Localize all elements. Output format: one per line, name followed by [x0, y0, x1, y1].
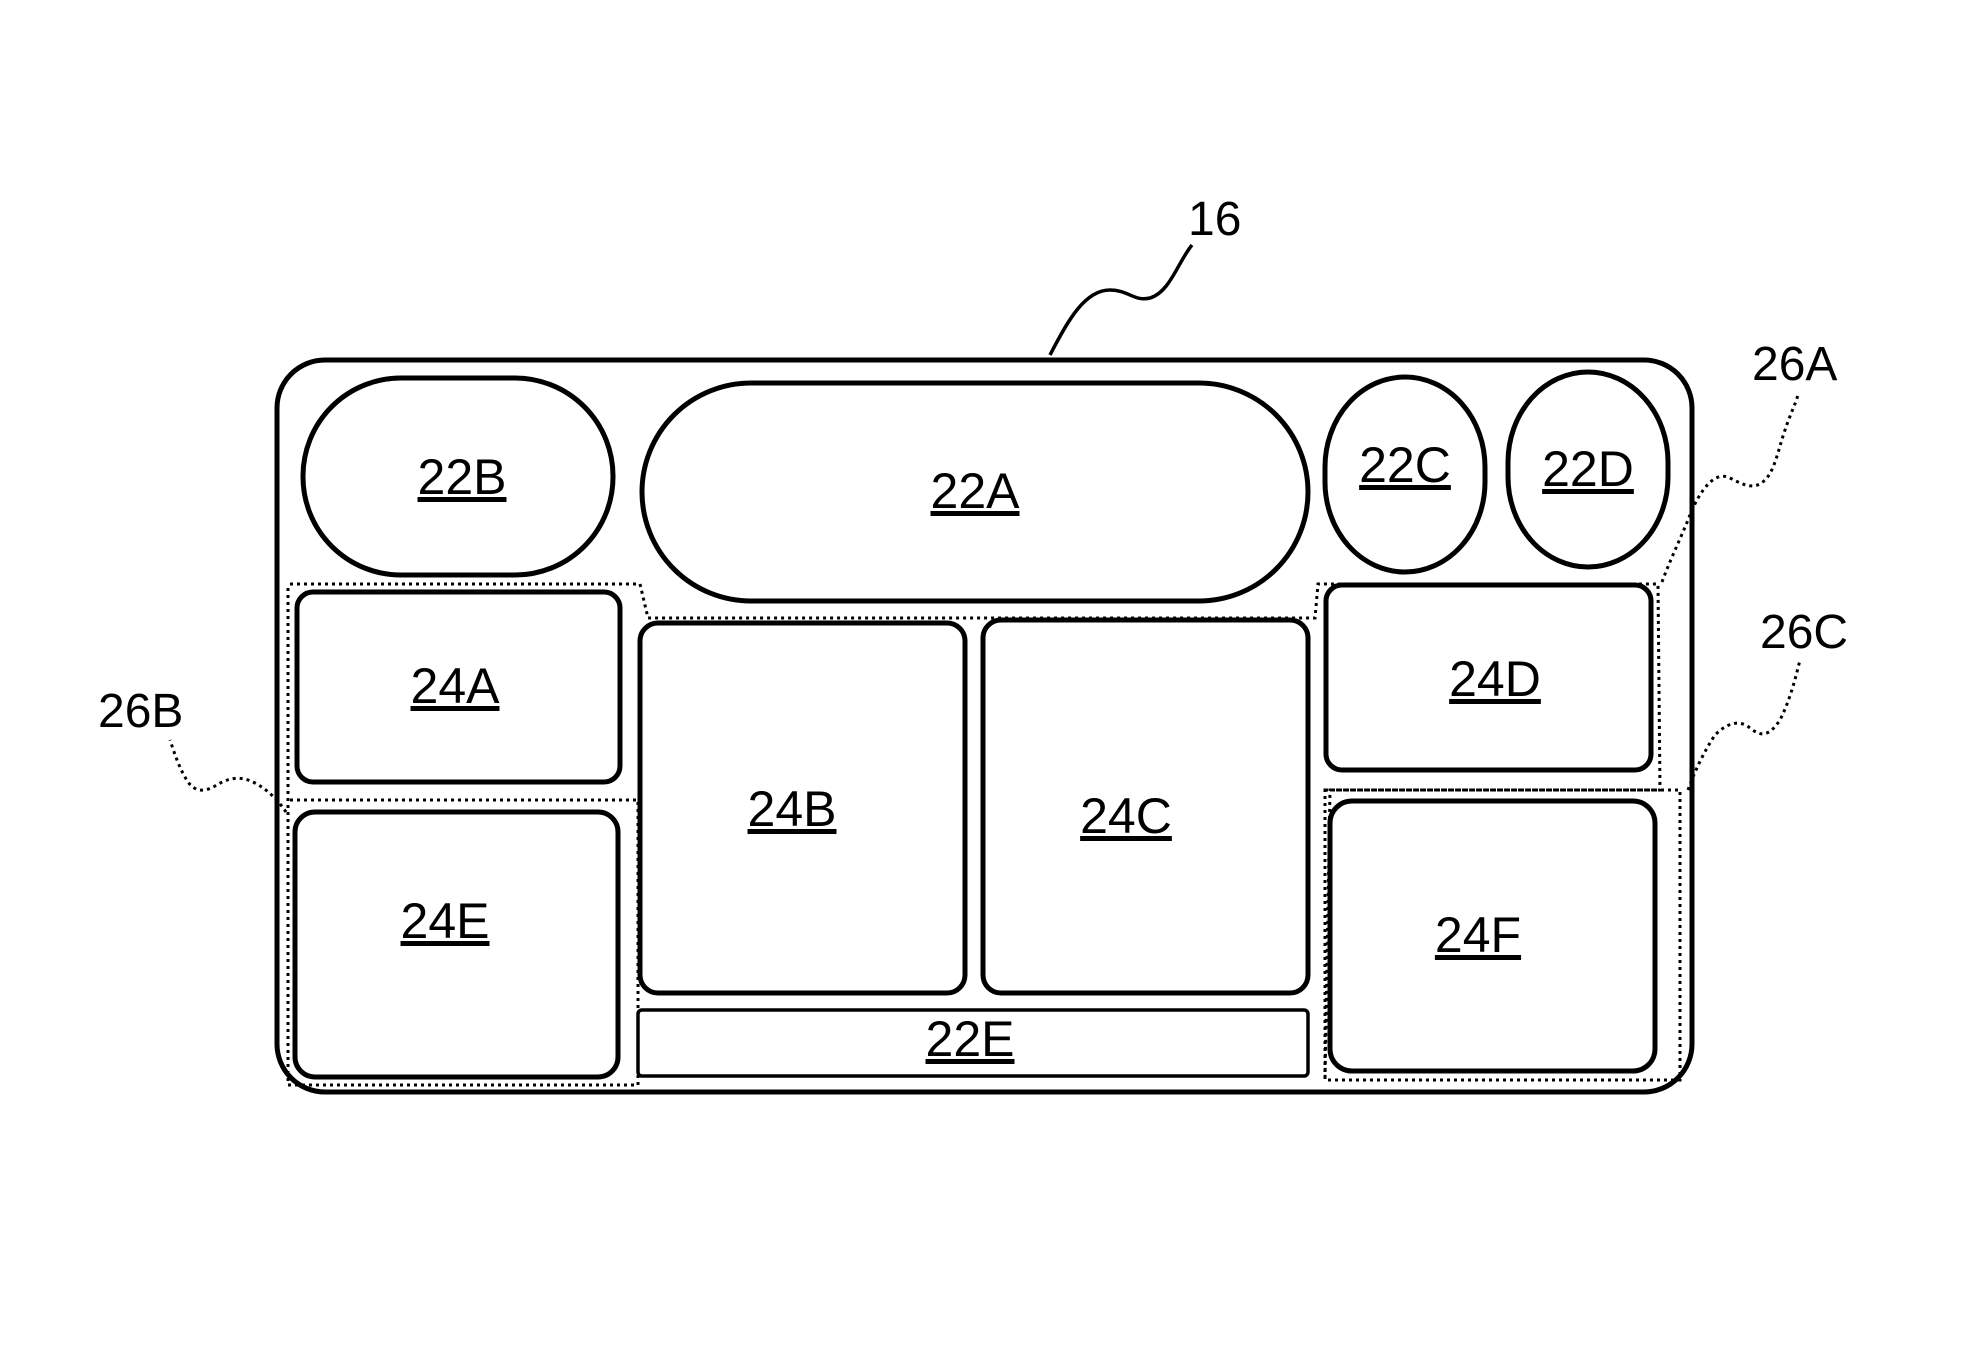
- leader-line-26c[interactable]: [1688, 660, 1800, 790]
- ref-label-16: 16: [1188, 193, 1241, 246]
- region-24a-label: 24A: [411, 658, 501, 714]
- region-22e-label: 22E: [926, 1011, 1015, 1067]
- ref-label-26a: 26A: [1752, 338, 1837, 391]
- leader-line-16: [1050, 245, 1192, 355]
- region-22c-label: 22C: [1359, 437, 1451, 493]
- ref-label-26c: 26C: [1760, 606, 1848, 659]
- region-22d-label: 22D: [1542, 441, 1634, 497]
- region-24f-label: 24F: [1435, 907, 1521, 963]
- region-24d-label: 24D: [1449, 651, 1541, 707]
- region-22a-label: 22A: [931, 463, 1021, 519]
- region-24e-label: 24E: [401, 893, 490, 949]
- leader-line-26b[interactable]: [170, 740, 286, 812]
- region-22b-label: 22B: [418, 449, 507, 505]
- ref-label-26b: 26B: [98, 685, 183, 738]
- region-24c-label: 24C: [1080, 788, 1172, 844]
- leader-line-26a[interactable]: [1662, 395, 1798, 582]
- region-24b-label: 24B: [748, 781, 837, 837]
